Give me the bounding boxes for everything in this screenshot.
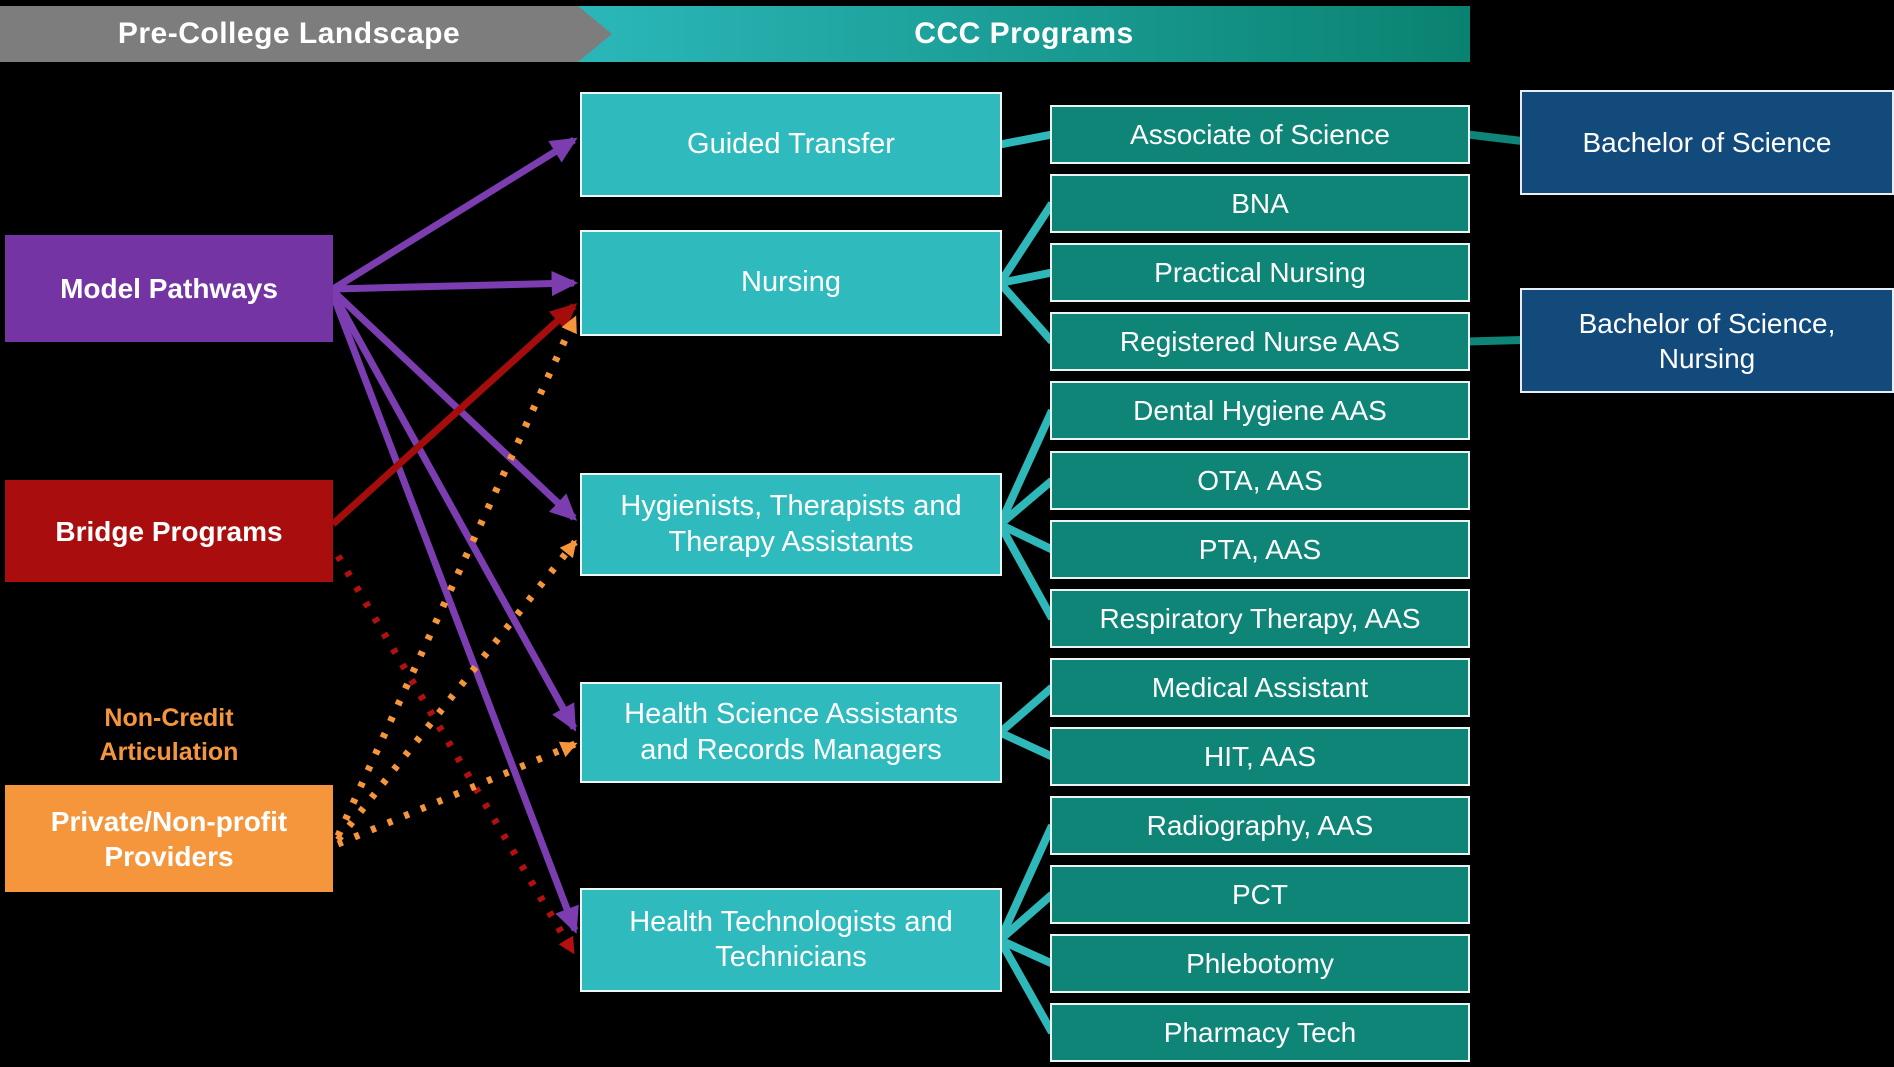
credential-box-bna-label: BNA [1231,187,1289,219]
credential-box-dental_hygiene-label: Dental Hygiene AAS [1133,394,1387,426]
credential-box-bna: BNA [1050,174,1470,233]
credential-box-hit_aas: HIT, AAS [1050,727,1470,786]
edge-hygienists-to-dental_hygiene [996,408,1056,527]
edge-bridge_programs-to-health_tech [334,554,577,955]
credential-box-practical_nursing: Practical Nursing [1050,243,1470,302]
edge-guided_transfer-to-assoc_science [999,130,1053,149]
credential-box-rn_aas-label: Registered Nurse AAS [1119,325,1401,357]
edge-hygienists-to-pta_aas [998,520,1054,554]
pre-college-banner-label: Pre-College Landscape [117,17,461,50]
model-pathways-box: Model Pathways [5,235,333,342]
credential-box-pta_aas: PTA, AAS [1050,520,1470,579]
edge-health_tech-to-phlebotomy [998,936,1054,968]
edge-bridge_programs-to-nursing [330,303,578,527]
banner-arrow-chevron [578,6,612,62]
program-box-nursing-label: Nursing [741,266,841,299]
edge-hygienists-to-ota_aas [997,477,1055,528]
edge-health_science-to-medical_assistant [997,684,1055,736]
credential-box-pharmacy_tech-label: Pharmacy Tech [1163,1016,1357,1048]
transfer-box-bs-label: Bachelor of Science [1582,127,1832,158]
edge-health_tech-to-radiography [996,823,1056,942]
edge-rn_aas-to-bsn [1467,336,1523,346]
program-box-hygienists-label: Hygienists, Therapists and Therapy Assis… [620,490,962,558]
program-box-health_science-label: Health Science Assistants and Records Ma… [624,698,958,766]
program-box-nursing: Nursing [580,230,1002,336]
credential-box-resp_therapy-label: Respiratory Therapy, AAS [1099,602,1421,634]
program-box-hygienists: Hygienists, Therapists and Therapy Assis… [580,473,1002,576]
credential-box-dental_hygiene: Dental Hygiene AAS [1050,381,1470,440]
credential-box-radiography: Radiography, AAS [1050,796,1470,855]
edge-private_nonprofit-to-nursing [334,315,579,838]
edge-hygienists-to-resp_therapy [996,522,1056,621]
non-credit-articulation-line2: Articulation [99,737,239,766]
edge-nursing-to-bna [996,201,1056,286]
credential-box-phlebotomy-label: Phlebotomy [1186,947,1334,979]
program-box-health_science: Health Science Assistants and Records Ma… [580,682,1002,783]
bridge-programs-label: Bridge Programs [55,515,283,547]
credential-box-assoc_science-label: Associate of Science [1130,118,1390,150]
non-credit-articulation-line1: Non-Credit [104,704,234,732]
credential-box-phlebotomy: Phlebotomy [1050,934,1470,993]
credential-box-ota_aas-label: OTA, AAS [1197,464,1323,496]
credential-box-pharmacy_tech: Pharmacy Tech [1050,1003,1470,1062]
edge-assoc_science-to-bs [1467,130,1523,145]
credential-box-pct: PCT [1050,865,1470,924]
credential-box-ota_aas: OTA, AAS [1050,451,1470,510]
credential-box-medical_assistant: Medical Assistant [1050,658,1470,717]
edge-model_pathways-to-hygienists [330,288,578,521]
edge-health_tech-to-pharmacy_tech [996,938,1056,1035]
program-box-health_tech: Health Technologists and Technicians [580,888,1002,992]
credential-box-pta_aas-label: PTA, AAS [1198,533,1322,565]
edge-model_pathways-to-health_tech [329,293,579,934]
private-nonprofit-box: Private/Non-profit Providers [5,785,333,892]
bridge-programs-box: Bridge Programs [5,480,333,582]
credential-box-rn_aas: Registered Nurse AAS [1050,312,1470,371]
edge-model_pathways-to-health_science [329,291,578,732]
ccc-programs-banner: CCC Programs [578,6,1470,62]
credential-box-resp_therapy: Respiratory Therapy, AAS [1050,589,1470,648]
model-pathways-label: Model Pathways [60,273,278,304]
edge-private_nonprofit-to-health_science [336,740,578,848]
ccc-programs-banner-label: CCC Programs [914,17,1134,50]
credential-box-assoc_science: Associate of Science [1050,105,1470,164]
program-box-guided_transfer-label: Guided Transfer [687,127,895,160]
edge-health_tech-to-pct [997,891,1055,944]
edge-health_science-to-hit_aas [998,728,1054,761]
transfer-box-bsn: Bachelor of Science, Nursing [1520,288,1894,393]
edge-model_pathways-to-guided_transfer [331,137,578,292]
transfer-box-bs: Bachelor of Science [1520,90,1894,195]
program-box-guided_transfer: Guided Transfer [580,92,1002,197]
credential-box-radiography-label: Radiography, AAS [1146,809,1374,841]
private-nonprofit-label: Private/Non-profit Providers [50,805,288,872]
credential-box-hit_aas-label: HIT, AAS [1203,740,1317,772]
transfer-box-bsn-label: Bachelor of Science, Nursing [1578,307,1836,374]
program-box-health_tech-label: Health Technologists and Technicians [629,905,953,973]
credential-box-pct-label: PCT [1232,878,1288,910]
credential-box-medical_assistant-label: Medical Assistant [1151,671,1369,703]
edge-model_pathways-to-nursing [332,270,579,297]
pre-college-banner: Pre-College Landscape [0,6,578,62]
edge-nursing-to-practical_nursing [999,268,1053,287]
non-credit-articulation-label: Non-Credit Articulation [5,702,333,770]
credential-box-practical_nursing-label: Practical Nursing [1154,256,1366,288]
edge-nursing-to-rn_aas [997,280,1055,345]
